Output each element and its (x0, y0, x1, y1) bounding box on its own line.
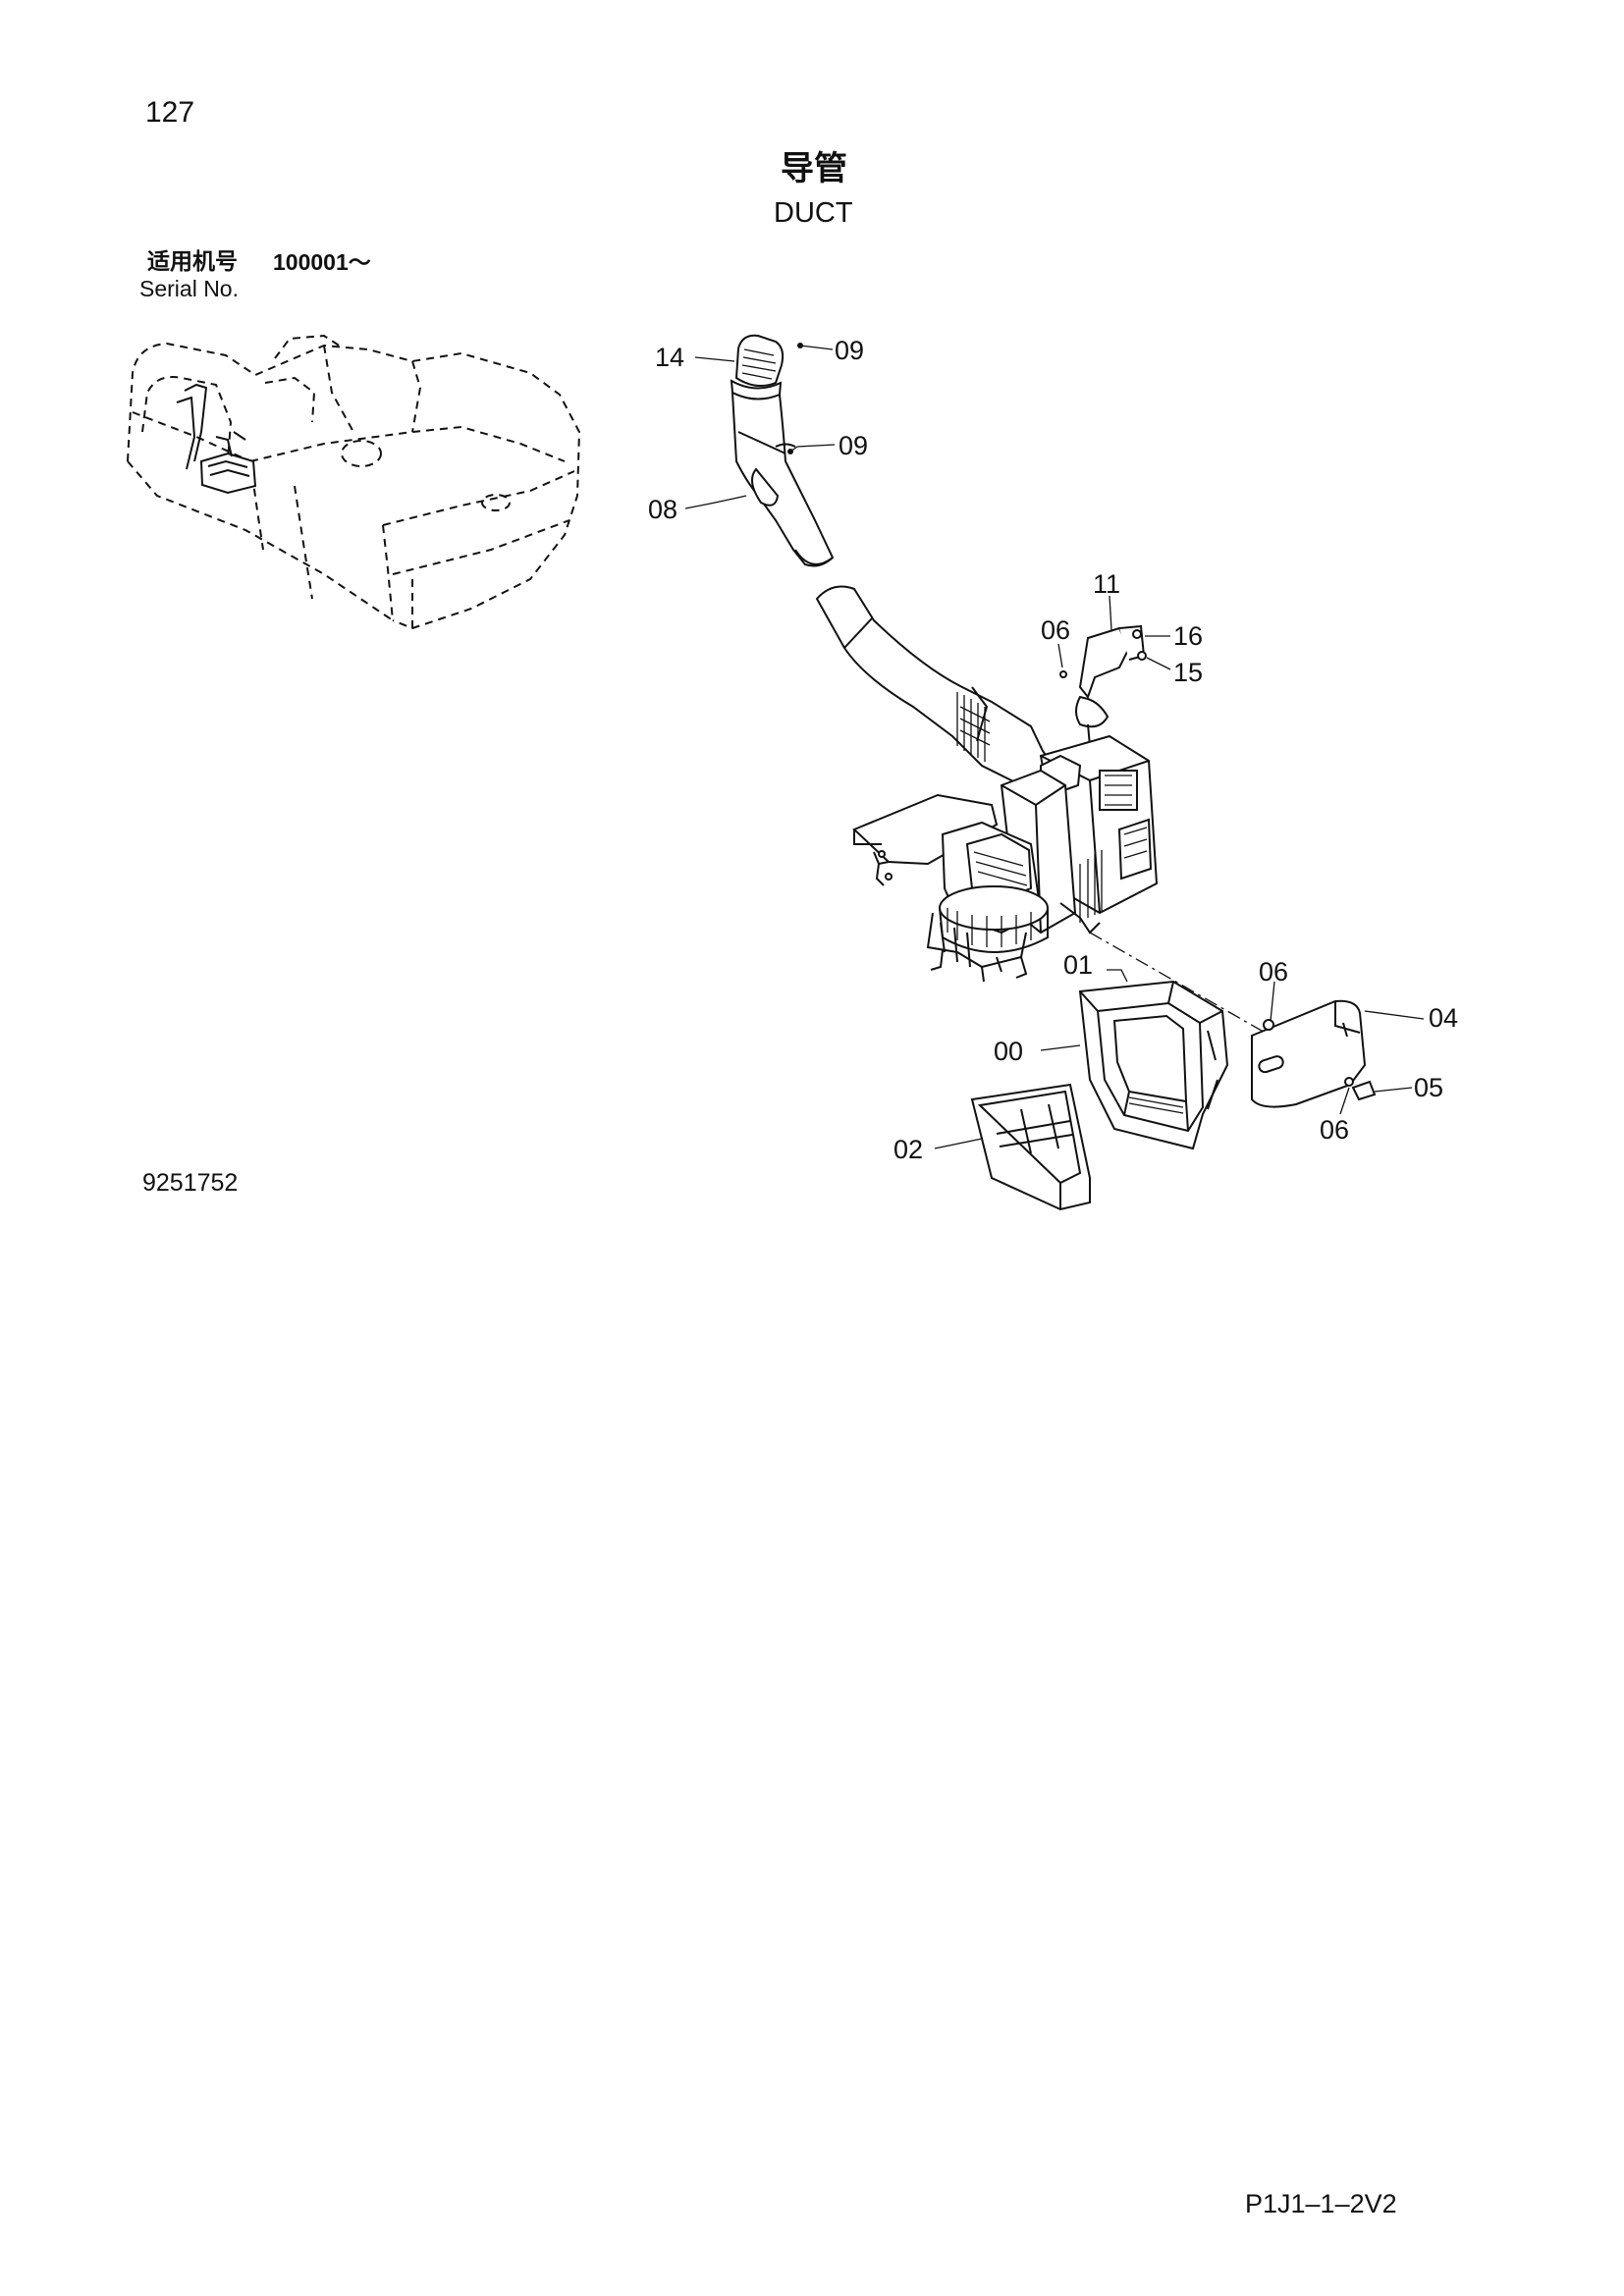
callout-14: 14 (655, 343, 684, 372)
callout-08: 08 (648, 495, 677, 524)
callout-05: 05 (1414, 1073, 1443, 1102)
callout-16: 16 (1173, 621, 1203, 651)
callout-06-screw: 06 (1320, 1115, 1349, 1145)
serial-label-chinese: 适用机号 (147, 249, 238, 275)
callout-leaders (684, 343, 1425, 1149)
page-code: P1J1–1–2V2 (1245, 2189, 1397, 2218)
callout-06-bracket: 06 (1041, 615, 1070, 645)
callout-11: 11 (1093, 569, 1120, 599)
page-title: DUCT (774, 197, 853, 229)
callout-09-upper: 09 (835, 336, 864, 365)
filter-part (970, 1083, 1091, 1211)
filter-frame-part (1078, 980, 1229, 1150)
callout-15: 15 (1173, 658, 1203, 687)
callout-04: 04 (1429, 1003, 1458, 1033)
callout-06-cover: 06 (1259, 957, 1288, 987)
machine-overview-illustration (127, 334, 581, 630)
callout-01: 01 (1063, 950, 1093, 980)
bracket-assembly (1059, 624, 1147, 747)
callout-00: 00 (994, 1037, 1023, 1066)
drawing-number: 9251752 (142, 1169, 239, 1197)
callout-09-lower: 09 (839, 431, 868, 460)
callout-labels: 14 09 09 08 11 06 16 15 01 06 04 00 05 0… (648, 336, 1458, 1164)
serial-label: Serial No. (139, 276, 239, 301)
page-number: 127 (145, 96, 195, 129)
upper-duct-assembly (730, 334, 1062, 787)
serial-value: 100001～ (273, 249, 371, 275)
page-title-chinese: 导管 (781, 149, 847, 188)
callout-02: 02 (893, 1135, 923, 1164)
side-cover-part (1251, 999, 1377, 1108)
air-conditioner-unit (852, 734, 1159, 983)
